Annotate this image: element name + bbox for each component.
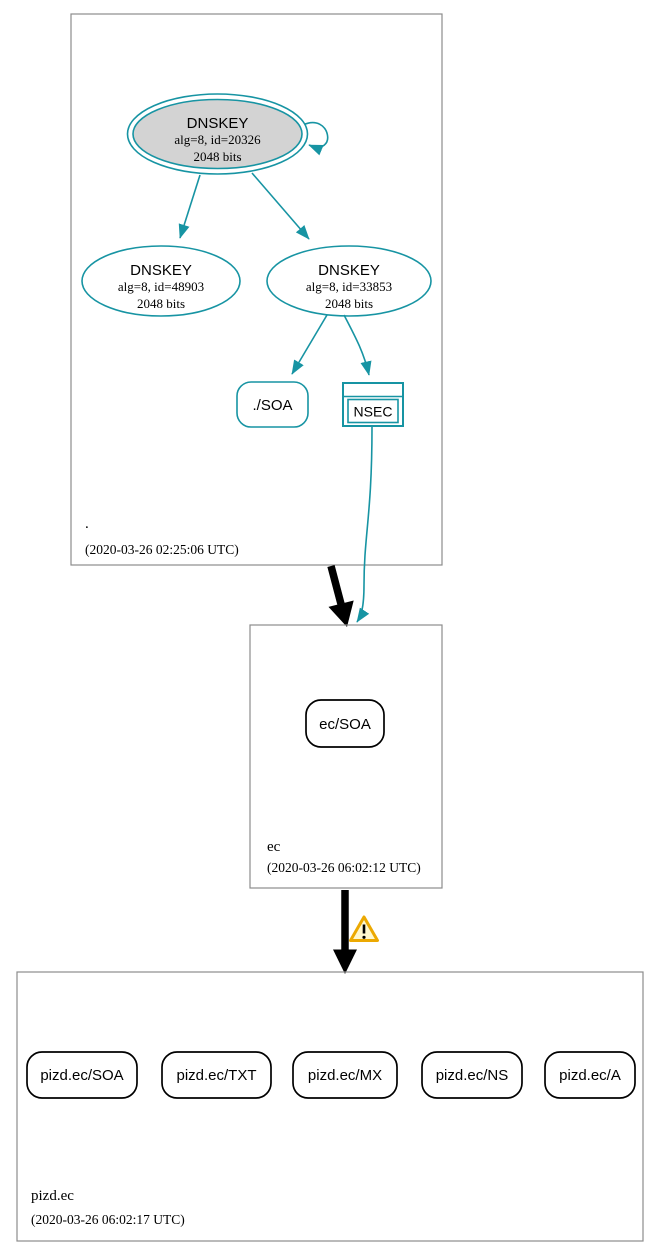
root-soa-label: ./SOA: [252, 397, 292, 414]
node-dnskey-33853[interactable]: DNSKEY alg=8, id=33853 2048 bits: [266, 245, 432, 317]
node-dnskey-20326[interactable]: DNSKEY alg=8, id=20326 2048 bits: [126, 93, 309, 175]
zone-label-pizd-ec: pizd.ec: [31, 1188, 74, 1204]
node-pizd-ec-a[interactable]: pizd.ec/A: [544, 1051, 636, 1099]
pizd-ec-txt-label: pizd.ec/TXT: [176, 1067, 256, 1084]
node-pizd-ec-txt[interactable]: pizd.ec/TXT: [161, 1051, 272, 1099]
dnskey-48903-bits: 2048 bits: [137, 296, 185, 311]
zone-box-ec: [249, 624, 443, 889]
dnskey-48903-title: DNSKEY: [130, 262, 192, 279]
zone-timestamp-root: (2020-03-26 02:25:06 UTC): [85, 542, 239, 557]
zone-timestamp-ec: (2020-03-26 06:02:12 UTC): [267, 860, 421, 875]
zone-label-root: .: [85, 516, 89, 532]
edge-dnskey-20326-to-33853: [251, 172, 310, 240]
warning-icon[interactable]: [349, 915, 379, 942]
dnskey-33853-alg: alg=8, id=33853: [306, 279, 392, 294]
node-ec-soa[interactable]: ec/SOA: [305, 699, 385, 748]
dnskey-20326-alg: alg=8, id=20326: [174, 132, 261, 147]
pizd-ec-mx-label: pizd.ec/MX: [308, 1067, 382, 1084]
dnskey-20326-title: DNSKEY: [187, 115, 249, 132]
zone-box-root: [70, 13, 443, 566]
zone-box-pizd-ec: [16, 971, 644, 1242]
node-root-soa[interactable]: ./SOA: [236, 381, 309, 428]
node-pizd-ec-ns[interactable]: pizd.ec/NS: [421, 1051, 523, 1099]
node-pizd-ec-mx[interactable]: pizd.ec/MX: [292, 1051, 398, 1099]
nsec-label: NSEC: [354, 404, 393, 420]
edge-delegation-ec-to-pizd-ec: [333, 890, 357, 974]
edge-dnskey-20326-to-48903: [178, 174, 201, 239]
ec-soa-label: ec/SOA: [319, 716, 371, 733]
dnskey-48903-alg: alg=8, id=48903: [118, 279, 204, 294]
edge-nsec-to-ec-zone: [356, 426, 373, 623]
pizd-ec-soa-label: pizd.ec/SOA: [40, 1067, 123, 1084]
pizd-ec-a-label: pizd.ec/A: [559, 1067, 621, 1084]
node-nsec[interactable]: NSEC: [342, 382, 404, 427]
pizd-ec-ns-label: pizd.ec/NS: [436, 1067, 509, 1084]
zone-timestamp-pizd-ec: (2020-03-26 06:02:17 UTC): [31, 1212, 185, 1227]
zone-label-ec: ec: [267, 839, 281, 855]
dnskey-33853-title: DNSKEY: [318, 262, 380, 279]
dnskey-33853-bits: 2048 bits: [325, 296, 373, 311]
dnskey-20326-bits: 2048 bits: [193, 149, 241, 164]
edge-delegation-root-to-ec: [327, 565, 354, 627]
node-pizd-ec-soa[interactable]: pizd.ec/SOA: [26, 1051, 138, 1099]
edge-dnskey-33853-to-root-soa: [291, 314, 328, 375]
node-dnskey-48903[interactable]: DNSKEY alg=8, id=48903 2048 bits: [81, 245, 241, 317]
edge-dnskey-33853-to-nsec: [343, 314, 372, 376]
edge-dnskey-20326-self-sign: [302, 122, 329, 156]
